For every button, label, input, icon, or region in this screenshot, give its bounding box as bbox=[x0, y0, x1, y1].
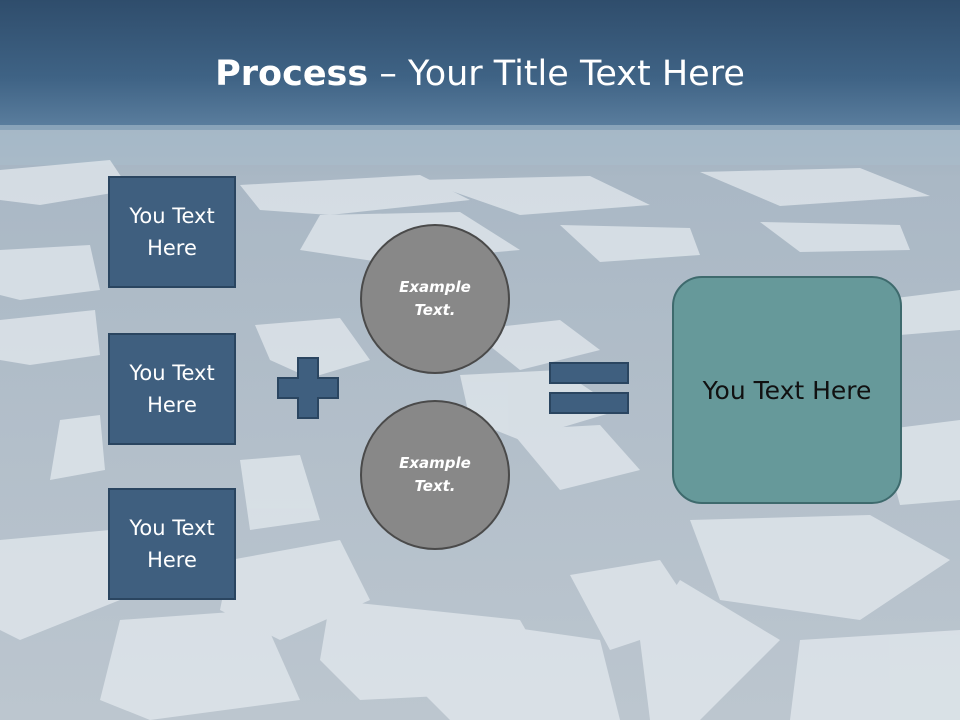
ice-floe bbox=[0, 530, 120, 640]
text-box-2[interactable]: You Text Here bbox=[108, 333, 236, 445]
equals-icon bbox=[549, 362, 629, 414]
ice-floe bbox=[560, 225, 700, 262]
horizon-haze bbox=[0, 125, 960, 165]
text-box-label: You Text Here bbox=[129, 204, 215, 260]
example-circle-1[interactable]: Example Text. bbox=[360, 224, 510, 374]
ice-floe bbox=[760, 222, 910, 252]
ice-floe bbox=[420, 176, 650, 215]
ice-floe bbox=[50, 415, 105, 480]
ice-floe bbox=[470, 320, 600, 370]
ice-floe bbox=[0, 310, 100, 365]
example-circle-2[interactable]: Example Text. bbox=[360, 400, 510, 550]
circle-label: Example Text. bbox=[399, 278, 471, 319]
ice-floe bbox=[0, 160, 130, 205]
text-box-3[interactable]: You Text Here bbox=[108, 488, 236, 600]
text-box-label: You Text Here bbox=[129, 361, 215, 417]
ice-floe bbox=[510, 425, 640, 490]
ice-floe bbox=[240, 455, 320, 530]
text-box-1[interactable]: You Text Here bbox=[108, 176, 236, 288]
page-title: Process – Your Title Text Here bbox=[0, 50, 960, 98]
ice-floe bbox=[790, 630, 960, 720]
result-box[interactable]: You Text Here bbox=[672, 276, 902, 504]
ice-floe bbox=[420, 620, 620, 720]
ice-floe bbox=[640, 580, 780, 720]
title-rest: – Your Title Text Here bbox=[368, 54, 745, 94]
ice-floe bbox=[0, 245, 100, 300]
sky-band bbox=[0, 0, 960, 130]
ice-floe bbox=[255, 318, 370, 378]
plus-icon bbox=[277, 357, 339, 419]
result-label: You Text Here bbox=[702, 375, 872, 405]
title-bold: Process bbox=[215, 54, 369, 94]
ice-floe bbox=[100, 610, 300, 720]
ice-floe bbox=[690, 515, 950, 620]
circle-label: Example Text. bbox=[399, 454, 471, 495]
text-box-label: You Text Here bbox=[129, 516, 215, 572]
ice-floe bbox=[460, 370, 620, 440]
ice-floe bbox=[240, 175, 470, 215]
ice-floe bbox=[700, 168, 930, 206]
